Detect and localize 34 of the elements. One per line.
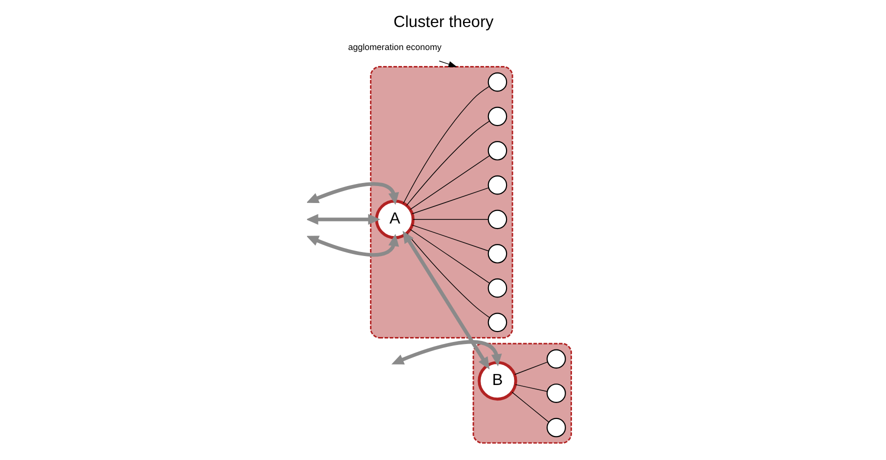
node-circle [546, 349, 566, 369]
node-circle [487, 175, 507, 195]
connector [411, 224, 488, 252]
connector [406, 233, 490, 318]
connector [514, 362, 548, 375]
cluster [369, 66, 513, 338]
arrow [306, 234, 399, 257]
arrow [438, 60, 457, 68]
node-circle [487, 312, 507, 332]
node-circle [546, 418, 566, 438]
node-circle [487, 141, 507, 160]
connector [409, 155, 490, 210]
node-circle [487, 278, 507, 298]
node-circle: A [374, 200, 414, 240]
node-circle [487, 210, 507, 230]
connector [406, 120, 490, 206]
connector [409, 229, 490, 284]
arrow [402, 230, 490, 370]
node-circle [487, 72, 507, 92]
diagram-title: Cluster theory [393, 12, 493, 31]
connector [412, 219, 488, 220]
connector [411, 187, 488, 214]
arrow [306, 214, 380, 225]
arrow [306, 182, 399, 205]
connector [514, 384, 548, 392]
cluster [472, 342, 572, 444]
connector [511, 392, 549, 423]
node-circle [546, 384, 566, 403]
arrow [390, 340, 502, 366]
node-text: agglomeration economy [348, 42, 442, 52]
connector [402, 86, 490, 204]
node-circle [487, 106, 507, 126]
node-circle [487, 244, 507, 264]
node-circle: B [477, 361, 517, 401]
